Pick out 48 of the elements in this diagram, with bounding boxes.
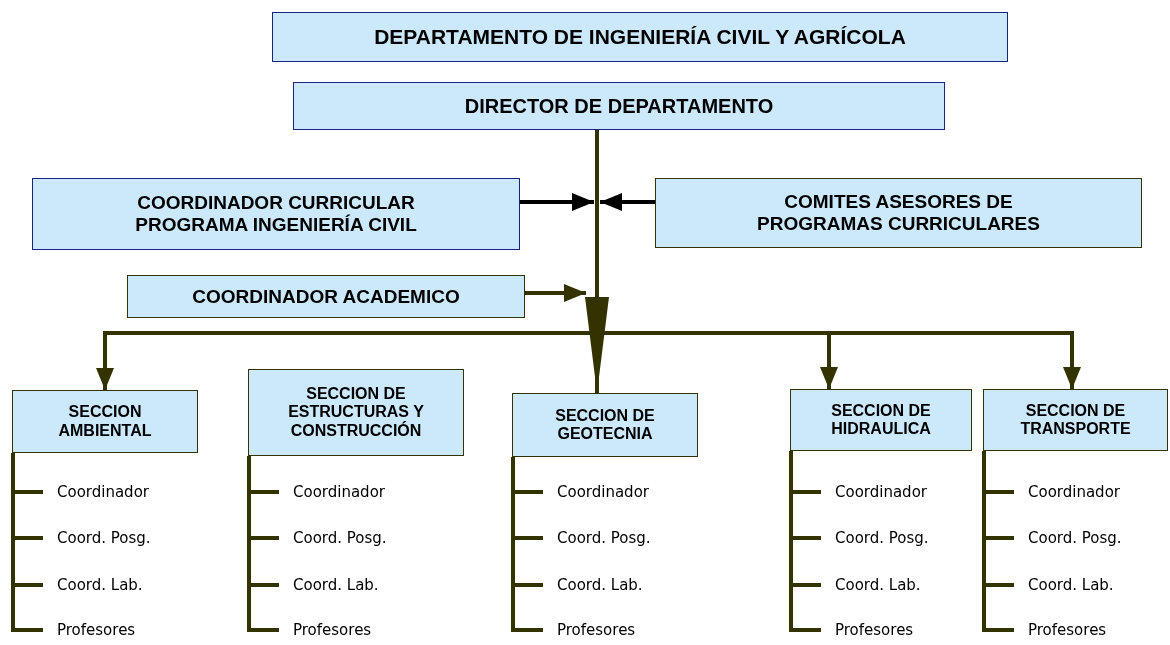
section-box (248, 369, 464, 456)
role-text: Coordinador (835, 483, 927, 501)
arrow (600, 193, 655, 211)
arrow (520, 193, 594, 211)
box-label: COMITES ASESORES DE PROGRAMAS CURRICULARES (756, 191, 1041, 235)
role-text: Coord. Lab. (293, 576, 379, 594)
role-box (655, 178, 1142, 248)
connector-line (789, 451, 821, 632)
role-text: Coord. Posg. (835, 529, 929, 547)
section-box (790, 389, 972, 451)
box-label: SECCION DE GEOTECNIA (554, 406, 656, 444)
arrow (525, 284, 586, 302)
connector-line (982, 451, 1014, 632)
box-label: SECCION DE HIDRAULICA (830, 401, 932, 439)
role-text: Coord. Posg. (557, 529, 651, 547)
connector-line (11, 453, 43, 632)
box-label: SECCION DE TRANSPORTE (1019, 401, 1132, 439)
role-text: Coordinador (293, 483, 385, 501)
role-text: Coord. Lab. (57, 576, 143, 594)
box-label: DIRECTOR DE DEPARTAMENTO (464, 94, 774, 118)
role-text: Profesores (57, 621, 136, 639)
role-text: Profesores (557, 621, 636, 639)
section-box (983, 389, 1168, 451)
section-box (512, 393, 698, 457)
role-box (32, 178, 520, 250)
role-text: Coordinador (57, 483, 149, 501)
section-box (12, 390, 198, 453)
role-text: Profesores (293, 621, 372, 639)
box-label: COORDINADOR ACADEMICO (192, 285, 460, 308)
role-text: Coord. Lab. (557, 576, 643, 594)
department-header-box (272, 12, 1008, 62)
role-box (127, 275, 525, 318)
role-text: Coord. Posg. (293, 529, 387, 547)
role-text: Coord. Lab. (835, 576, 921, 594)
role-text: Coord. Posg. (1028, 529, 1122, 547)
connector-line (247, 456, 279, 632)
role-text: Coord. Posg. (57, 529, 151, 547)
role-text: Coordinador (557, 483, 649, 501)
role-text: Profesores (835, 621, 914, 639)
box-label: COORDINADOR CURRICULAR PROGRAMA INGENIERÍA CIVIL (134, 192, 418, 236)
connector-line (511, 457, 543, 632)
box-label: SECCION AMBIENTAL (57, 403, 153, 440)
role-text: Coord. Lab. (1028, 576, 1114, 594)
role-text: Profesores (1028, 621, 1107, 639)
role-text: Coordinador (1028, 483, 1120, 501)
role-box (293, 82, 945, 130)
box-label: DEPARTAMENTO DE INGENIERÍA CIVIL Y AGRÍCOLA (374, 24, 906, 50)
box-label: SECCION DE ESTRUCTURAS Y CONSTRUCCIÓN (287, 384, 425, 441)
